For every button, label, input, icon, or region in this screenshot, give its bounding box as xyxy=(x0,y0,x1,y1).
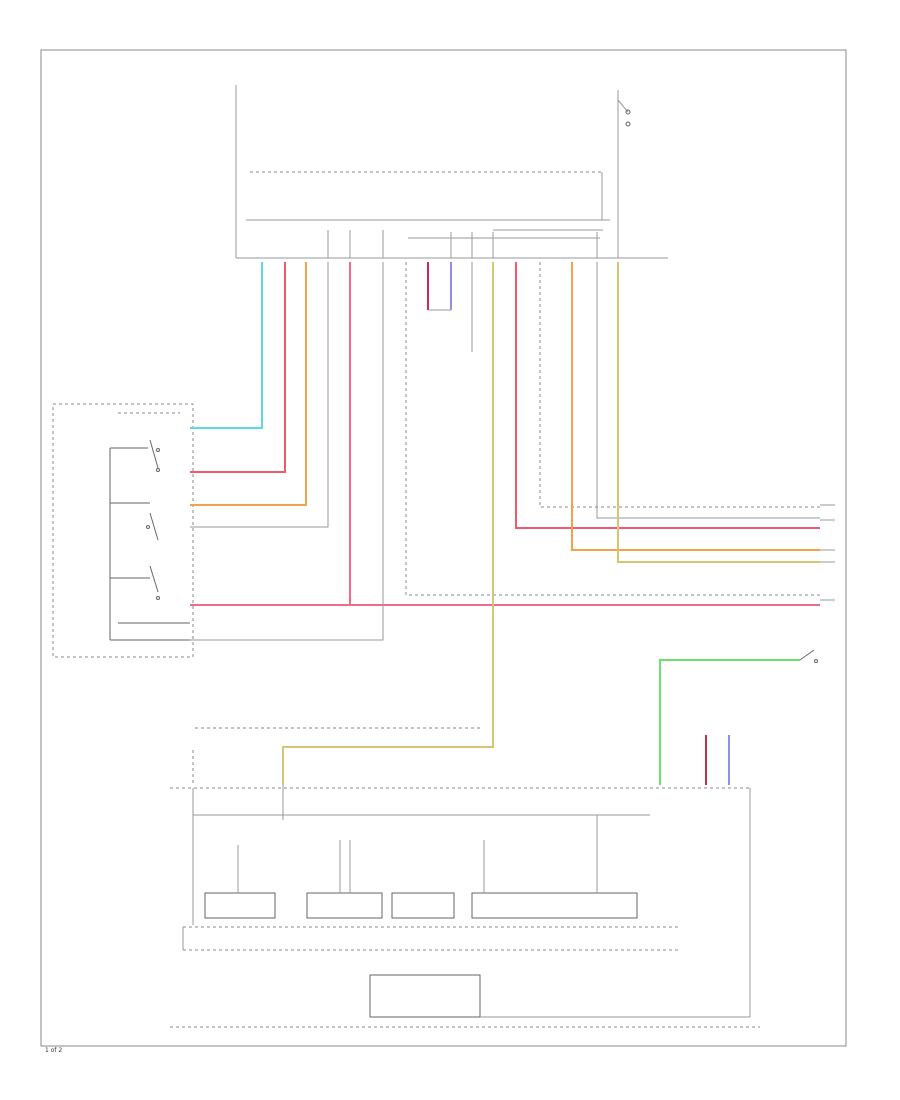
wire-orange xyxy=(190,262,307,506)
wire-cyan xyxy=(190,262,263,429)
wire-red xyxy=(190,262,286,473)
wire-green xyxy=(659,659,800,785)
footer-page-label: 1 of 2 xyxy=(45,1047,62,1054)
wire-yellow-mid xyxy=(282,262,494,785)
upper-control-unit xyxy=(235,85,668,259)
wire-grey-2 xyxy=(190,262,384,641)
wire-grey-1 xyxy=(190,262,329,528)
wire-grey-3 xyxy=(405,262,820,596)
lower-control-unit xyxy=(170,785,760,1028)
upper-connector-pins xyxy=(327,230,598,258)
wire-red-right xyxy=(515,262,820,529)
wire-grey-5 xyxy=(539,262,820,508)
combination-light-switch xyxy=(52,403,194,658)
wire-grey-6 xyxy=(596,262,820,519)
wire-yellow-right xyxy=(617,262,820,563)
power-source-top-right xyxy=(617,90,631,258)
diagram-frame xyxy=(40,49,847,1047)
colored-wires xyxy=(190,262,820,785)
right-terminals xyxy=(799,504,835,663)
wire-orange-right xyxy=(571,262,820,551)
